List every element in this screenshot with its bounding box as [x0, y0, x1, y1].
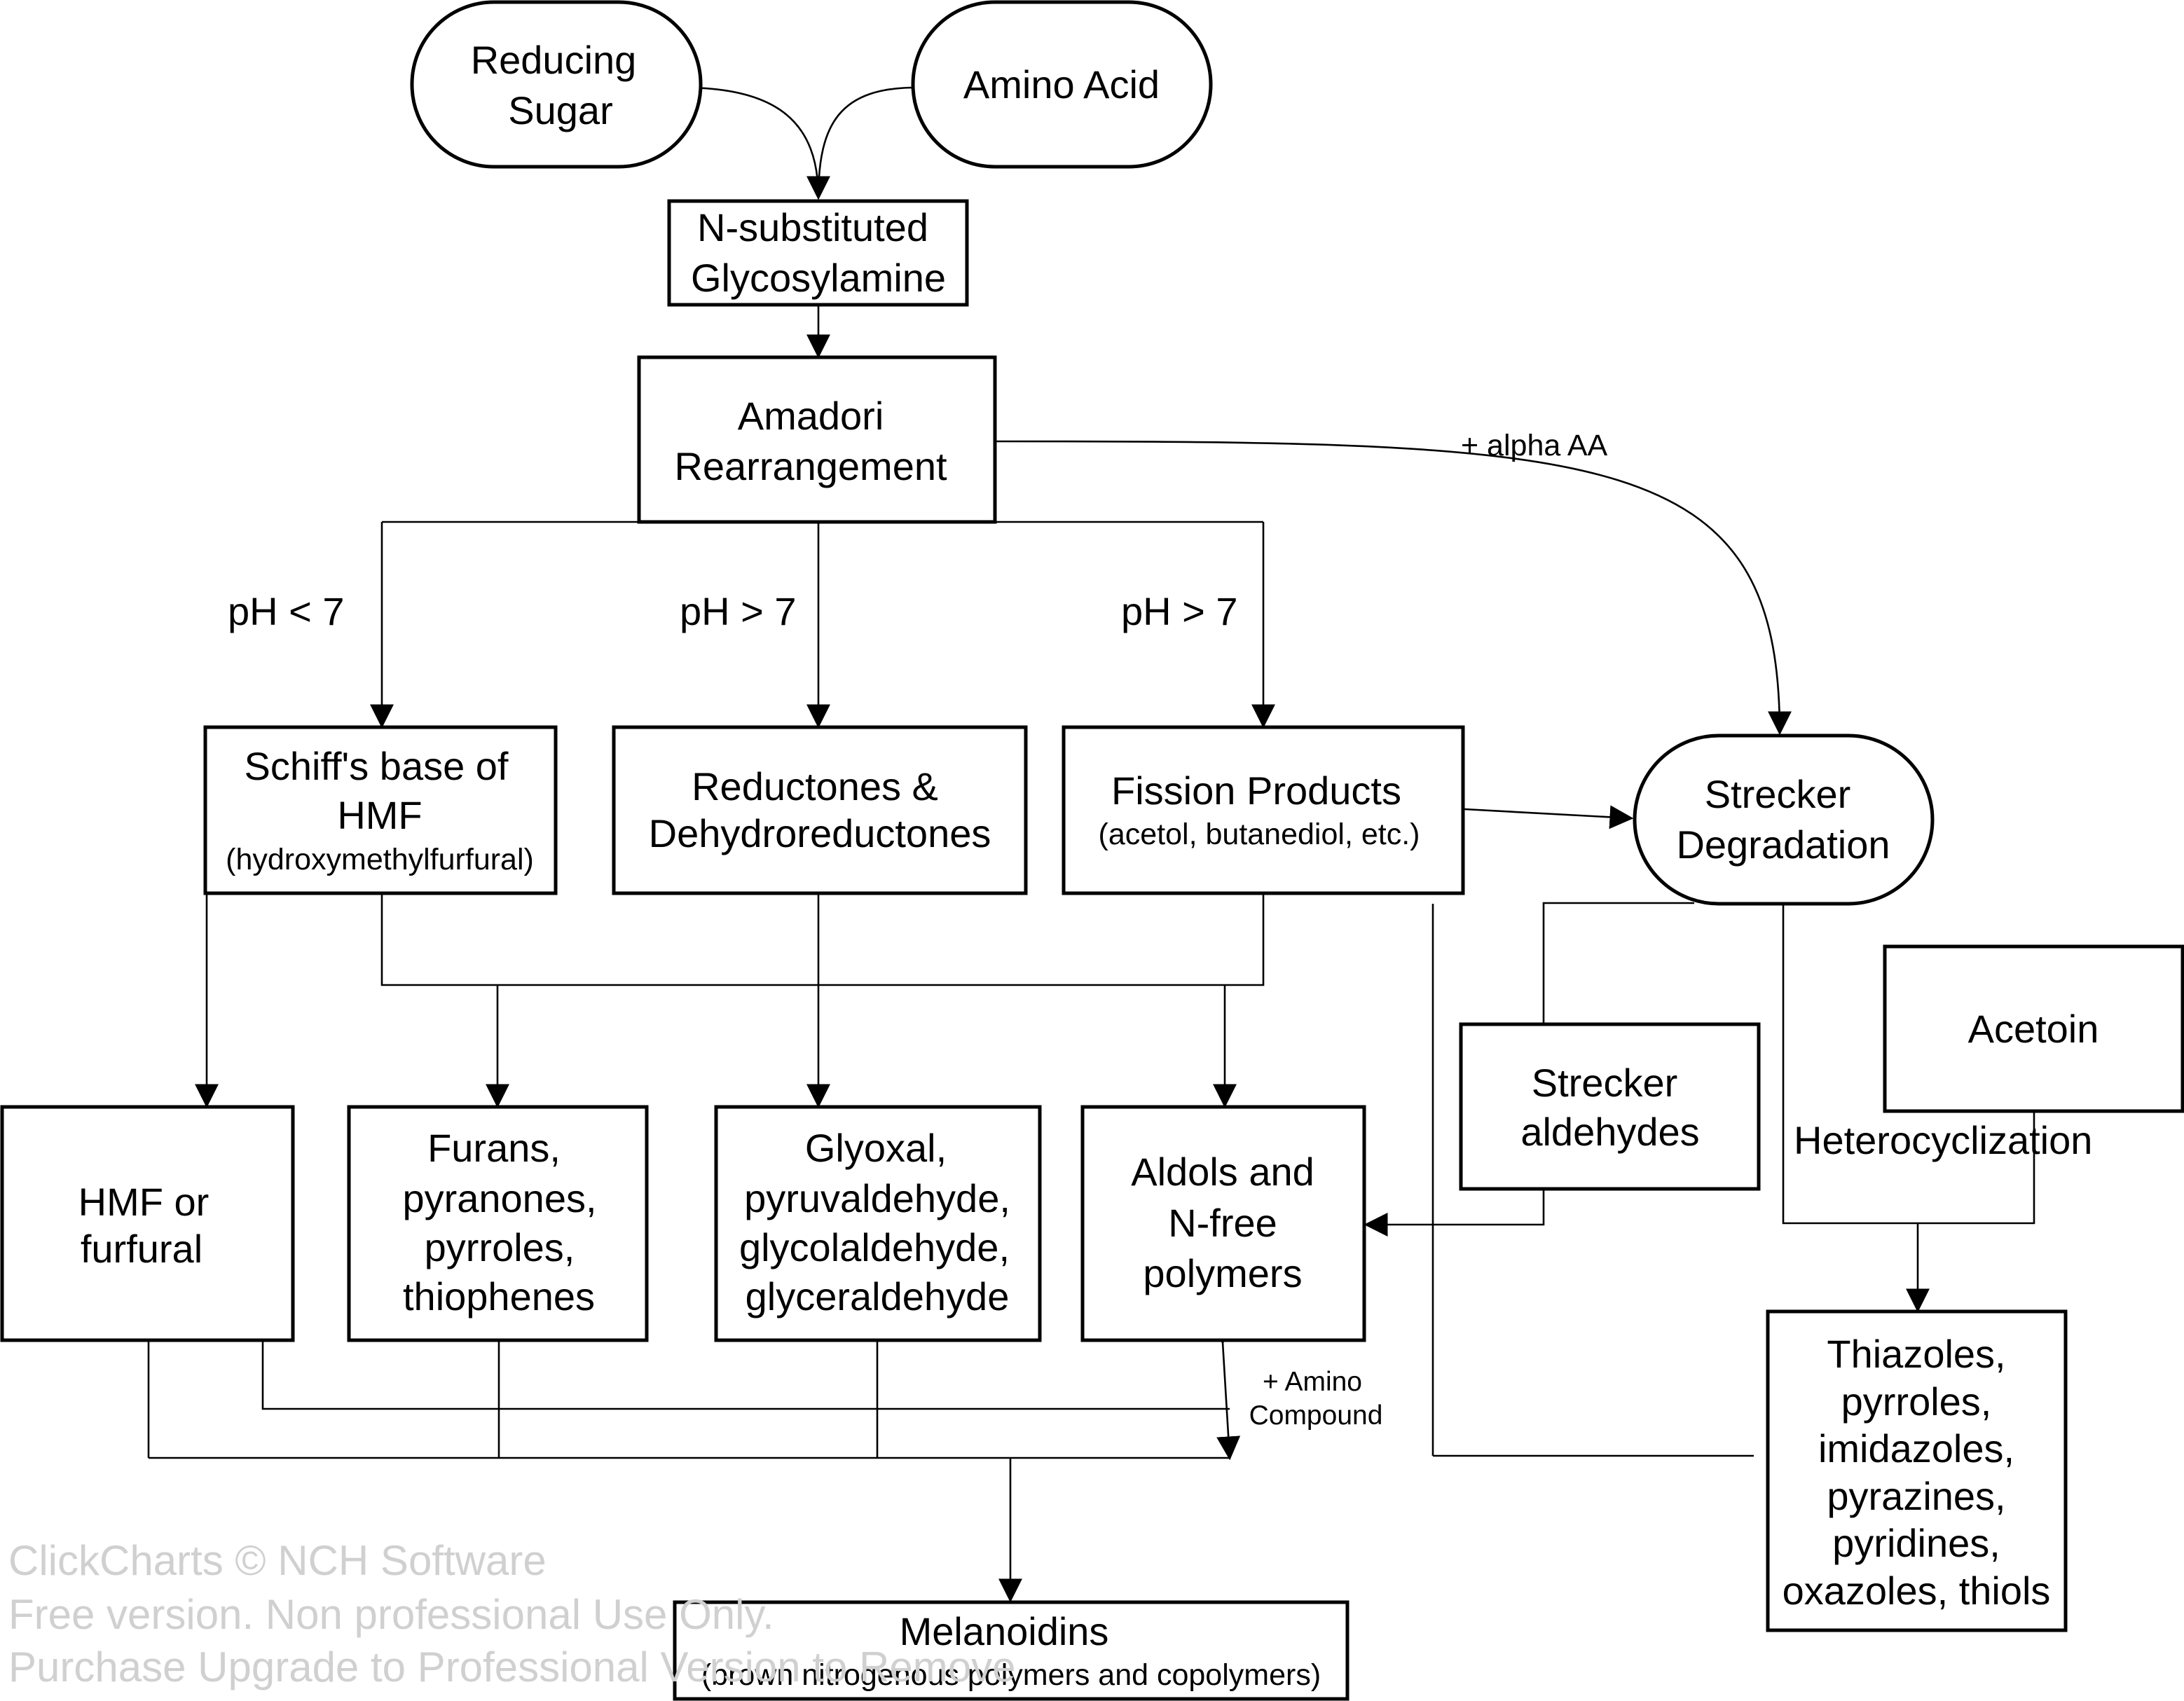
furans-line-4: thiophenes [403, 1274, 595, 1318]
reducing-sugar-line-1: Reducing [471, 38, 637, 82]
glyoxal-line-3: glycolaldehyde, [739, 1225, 1010, 1269]
node-strecker-aldehydes: Strecker aldehydes [1459, 1022, 1761, 1191]
node-hmf-furfural: HMF or furfural [0, 1105, 295, 1342]
glyoxal-line-2: pyruvaldehyde, [744, 1176, 1010, 1220]
thiazoles-line-4: pyrazines, [1827, 1474, 2005, 1518]
thiazoles-line-5: pyridines, [1832, 1521, 2000, 1565]
glyoxal-line-1: Glyoxal, [805, 1126, 947, 1170]
furans-line-2: pyranones, [402, 1176, 596, 1220]
thiazoles-line-1: Thiazoles, [1827, 1332, 2005, 1376]
node-amadori: Amadori Rearrangement [637, 355, 997, 524]
schiff-line-3: (hydroxymethylfurfural) [226, 843, 534, 876]
node-reducing-sugar: Reducing Sugar [410, 0, 703, 169]
glycosylamine-line-2: Glycosylamine [691, 256, 946, 300]
connector-aldehydes-to-aldols [1364, 1190, 1545, 1237]
reductones-line-1: Reductones & [692, 764, 938, 808]
node-thiazoles: Thiazoles, pyrroles, imidazoles, pyrazin… [1766, 1309, 2068, 1632]
connector-fission-to-strecker [1464, 805, 1634, 829]
strecker-degradation-line-1: Strecker [1705, 772, 1851, 816]
node-furans: Furans, pyranones, pyrroles, thiophenes [347, 1105, 649, 1342]
connector-aldols-amino [1209, 1320, 1241, 1461]
amadori-line-2: Rearrangement [674, 444, 947, 488]
label-ph-base-2: pH > 7 [1121, 589, 1238, 633]
connector-strecker-to-heterocycles [1782, 904, 2035, 1225]
label-amino-compound-line-1: + Amino [1263, 1367, 1362, 1397]
glyoxal-line-4: glyceraldehyde [746, 1274, 1010, 1318]
hmf-line-2: furfural [81, 1227, 202, 1271]
reducing-sugar-line-2: Sugar [508, 88, 612, 132]
watermark-line-1: ClickCharts © NCH Software [8, 1537, 547, 1584]
connector-sugar-to-glycosylamine [682, 86, 830, 200]
connector-strecker-to-aldehydes [1542, 902, 1694, 1023]
aldols-line-1: Aldols and [1131, 1150, 1314, 1194]
thiazoles-line-3: imidazoles, [1818, 1426, 2014, 1471]
furans-line-1: Furans, [427, 1126, 561, 1170]
thiazoles-line-2: pyrroles, [1841, 1379, 1992, 1424]
label-alpha-aa: + alpha AA [1461, 429, 1608, 462]
acetoin-label: Acetoin [1968, 1007, 2099, 1051]
strecker-aldehydes-line-1: Strecker [1532, 1061, 1678, 1105]
node-acetoin: Acetoin [1883, 944, 2184, 1113]
node-aldols: Aldols and N-free polymers [1080, 1105, 1366, 1342]
amadori-line-1: Amadori [738, 394, 884, 438]
node-glycosylamine: N-substituted Glycosylamine [667, 199, 969, 307]
connector-amino-to-glycosylamine [817, 86, 917, 198]
strecker-degradation-line-2: Degradation [1676, 822, 1890, 867]
edge-labels: pH < 7 pH > 7 pH > 7 + alpha AA + Amino … [228, 429, 2092, 1431]
aldols-line-2: N-free [1168, 1201, 1277, 1245]
node-schiff-base: Schiff's base of HMF (hydroxymethylfurfu… [203, 725, 558, 895]
watermark-line-2: Free version. Non professional Use Only. [8, 1591, 774, 1638]
fission-line-2: (acetol, butanediol, etc.) [1099, 818, 1420, 851]
watermark: ClickCharts © NCH Software Free version.… [8, 1537, 1015, 1690]
node-reductones: Reductones & Dehydroreductones [612, 725, 1028, 895]
hmf-line-1: HMF or [78, 1180, 210, 1224]
aldols-line-3: polymers [1143, 1251, 1302, 1295]
schiff-line-2: HMF [337, 793, 422, 837]
fission-line-1: Fission Products [1111, 769, 1401, 813]
connectors [147, 86, 2035, 1603]
connector-amadori-to-strecker [996, 440, 1792, 736]
node-strecker-degradation: Strecker Degradation [1633, 734, 1935, 906]
node-amino-acid: Amino Acid [911, 0, 1213, 169]
label-ph-base-1: pH > 7 [680, 589, 797, 633]
node-melanoidins: Melanoidins (brown nitrogenous polymers … [673, 1600, 1349, 1701]
node-fission-products: Fission Products (acetol, butanediol, et… [1062, 725, 1465, 895]
label-amino-compound-line-2: Compound [1249, 1400, 1383, 1431]
melanoidins-line-2: (brown nitrogenous polymers and copolyme… [701, 1658, 1321, 1692]
connector-junction [380, 894, 1265, 986]
glycosylamine-line-1: N-substituted [697, 205, 928, 249]
reductones-line-2: Dehydroreductones [649, 811, 991, 855]
node-glyoxal: Glyoxal, pyruvaldehyde, glycolaldehyde, … [714, 1105, 1042, 1342]
furans-line-3: pyrroles, [425, 1225, 575, 1269]
watermark-line-3: Purchase Upgrade to Professional Version… [8, 1644, 1015, 1690]
label-ph-acid: pH < 7 [228, 589, 345, 633]
melanoidins-line-1: Melanoidins [900, 1609, 1109, 1653]
strecker-aldehydes-line-2: aldehydes [1520, 1110, 1699, 1154]
connector-hmf-to-amino [261, 1340, 1230, 1410]
label-heterocyclization: Heterocyclization [1794, 1118, 2092, 1162]
schiff-line-1: Schiff's base of [245, 744, 509, 788]
amino-acid-label: Amino Acid [963, 62, 1160, 106]
thiazoles-line-6: oxazoles, thiols [1783, 1569, 2051, 1613]
